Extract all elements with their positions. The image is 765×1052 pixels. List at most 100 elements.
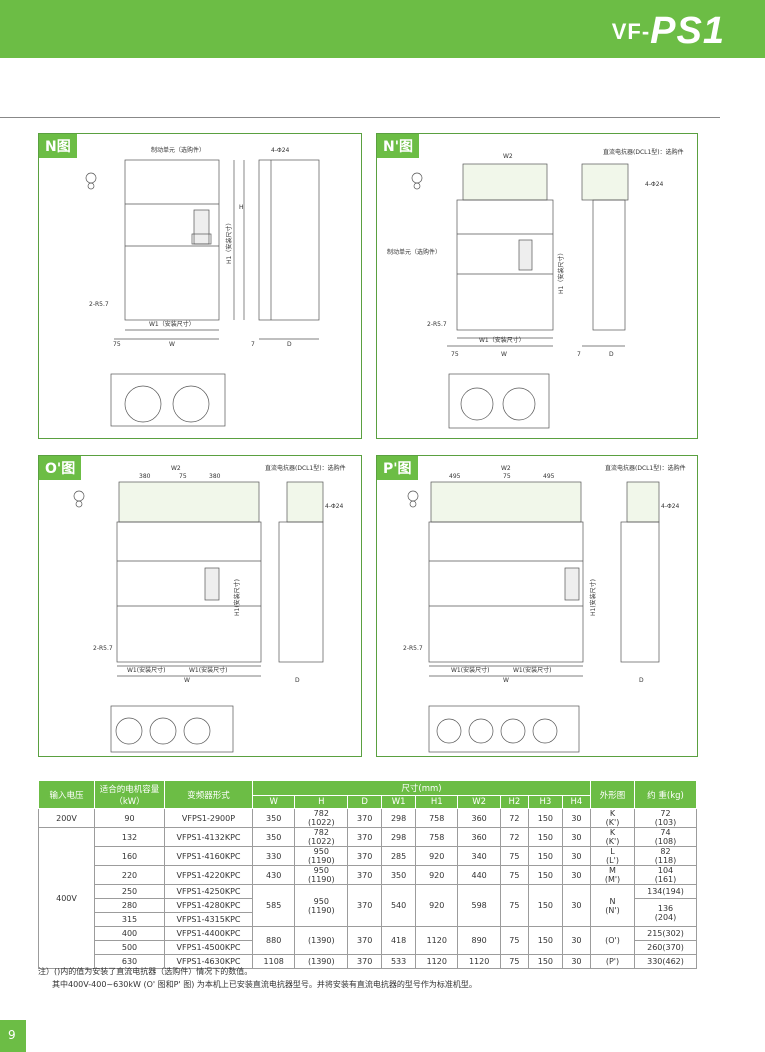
cell: 1120 — [457, 954, 501, 969]
th-h: H — [294, 795, 349, 809]
th-h4: H4 — [561, 795, 592, 809]
label-r: 2-R5.7 — [403, 645, 423, 652]
cell-line: (103) — [654, 818, 677, 827]
drawing-pp: 直流电抗器(DCL1型)：选购件 4-Φ24 W2 495 75 495 2-R… — [403, 464, 686, 753]
label-w1a: W1(安装尺寸) — [451, 666, 489, 674]
cell: 90 — [94, 808, 165, 828]
cell-line: (1190) — [308, 856, 335, 865]
cell: 75 — [499, 846, 529, 866]
cell-line: M — [609, 866, 616, 875]
cell: 350 — [251, 827, 296, 847]
cell: 1120 — [415, 926, 459, 955]
label-w1a: W1(安装尺寸) — [127, 666, 165, 674]
cell: (P') — [590, 954, 635, 969]
cell: VFPS1-2900P — [164, 808, 253, 828]
cell: 250 — [94, 884, 165, 899]
cell-line: (N') — [605, 905, 620, 915]
cell: 30 — [561, 827, 592, 847]
label-75: 75 — [179, 473, 187, 480]
th-model: 变频器形式 — [164, 780, 253, 809]
label-w2: W2 — [171, 465, 181, 472]
cell: 370 — [347, 926, 383, 955]
cell-line: K — [609, 828, 616, 837]
cell: 74(108) — [634, 827, 697, 847]
label-w: W — [184, 677, 190, 684]
cell: 500 — [94, 940, 165, 955]
cell: 890 — [457, 926, 501, 955]
brand-prefix: VF- — [611, 19, 651, 44]
label-dcl: 直流电抗器(DCL1型)：选购件 — [265, 464, 346, 472]
table-row: 400 VFPS1-4400KPC 880 (1390) 370 418 112… — [39, 926, 697, 955]
label-r: 2-R5.7 — [89, 301, 109, 308]
cell: 360 — [457, 808, 501, 828]
cell: 782(1022) — [294, 827, 349, 847]
drawing-np: 直流电抗器(DCL1型)：选购件 4-Φ24 W2 制动单元（选购件） 2-R5… — [387, 148, 684, 429]
cell-line: (1022) — [308, 818, 335, 827]
cell-line: (K') — [605, 837, 620, 846]
cell-line: 136 — [657, 903, 674, 913]
label-phi: 4-Φ24 — [645, 181, 664, 188]
cell: VFPS1-4500KPC — [164, 940, 253, 955]
cell-line: 104 — [657, 866, 674, 875]
cell-line: (108) — [654, 837, 677, 846]
cell: 30 — [561, 808, 592, 828]
cell: 360 — [457, 827, 501, 847]
cell: M(M') — [590, 865, 635, 885]
label-495b: 495 — [543, 473, 555, 480]
label-dcl: 直流电抗器(DCL1型)：选购件 — [605, 464, 686, 472]
cell: 298 — [381, 808, 417, 828]
cell: VFPS1-4315KPC — [164, 912, 253, 927]
cell: 370 — [347, 884, 383, 927]
header-rule — [0, 117, 720, 118]
cell: 1108 — [251, 954, 296, 969]
label-dcl: 直流电抗器(DCL1型)：选购件 — [603, 148, 684, 156]
cell-line: (M') — [604, 875, 621, 884]
cell: 72 — [499, 827, 529, 847]
cell: VFPS1-4132KPC — [164, 827, 253, 847]
label-brake-unit: 制动单元（选购件） — [151, 146, 205, 154]
cell: 72 — [499, 808, 529, 828]
label-495a: 495 — [449, 473, 461, 480]
th-h3: H3 — [527, 795, 563, 809]
cell: 104(161) — [634, 865, 697, 885]
cell: VFPS1-4220KPC — [164, 865, 253, 885]
cell: 150 — [527, 954, 563, 969]
drawing-o: 直流电抗器(DCL1型)：选购件 4-Φ24 W2 380 75 380 2-R… — [73, 464, 346, 753]
panel-p-prime: P'图 直流电抗器(DCL1型)：选购件 4-Φ24 W2 495 75 495… — [376, 455, 698, 757]
label-380b: 380 — [209, 473, 221, 480]
cell-voltage: 200V — [38, 808, 95, 828]
cell: 630 — [94, 954, 165, 969]
cell-line: (1190) — [308, 905, 335, 915]
th-motor-unit: （kW） — [114, 796, 145, 807]
cell-line: (1190) — [308, 875, 335, 884]
cell: 30 — [561, 865, 592, 885]
label-h1: H1(安装尺寸) — [233, 579, 241, 616]
cell: L(L') — [590, 846, 635, 866]
cell: K(K') — [590, 827, 635, 847]
cell: 350 — [381, 865, 417, 885]
cell: 400 — [94, 926, 165, 941]
cell: 75 — [499, 926, 529, 955]
cell: 75 — [499, 884, 529, 927]
label-phi: 4-Φ24 — [325, 503, 344, 510]
th-h1: H1 — [415, 795, 459, 809]
cell-line: 950 — [313, 847, 329, 856]
cell: 1120 — [415, 954, 459, 969]
label-380a: 380 — [139, 473, 151, 480]
cell-line: 950 — [313, 866, 329, 875]
label-h1: H1（安装尺寸） — [557, 250, 565, 294]
cell: 285 — [381, 846, 417, 866]
label-h1: H1（安装尺寸） — [225, 220, 233, 264]
cell: 920 — [415, 884, 459, 927]
cell: 758 — [415, 808, 459, 828]
cell-voltage: 400V — [38, 827, 95, 969]
th-dim: 尺寸(mm) — [252, 780, 591, 796]
label-7: 7 — [577, 351, 581, 358]
panel-o-prime: O'图 直流电抗器(DCL1型)：选购件 4-Φ24 W2 380 75 380… — [38, 455, 362, 757]
cell: 330 — [251, 846, 296, 866]
cell: 82(118) — [634, 846, 697, 866]
panel-n-tag: N图 — [39, 134, 77, 158]
cell: 330(462) — [634, 954, 697, 969]
label-brake-unit: 制动单元（选购件） — [387, 248, 441, 256]
cell-line: 74 — [660, 828, 671, 837]
